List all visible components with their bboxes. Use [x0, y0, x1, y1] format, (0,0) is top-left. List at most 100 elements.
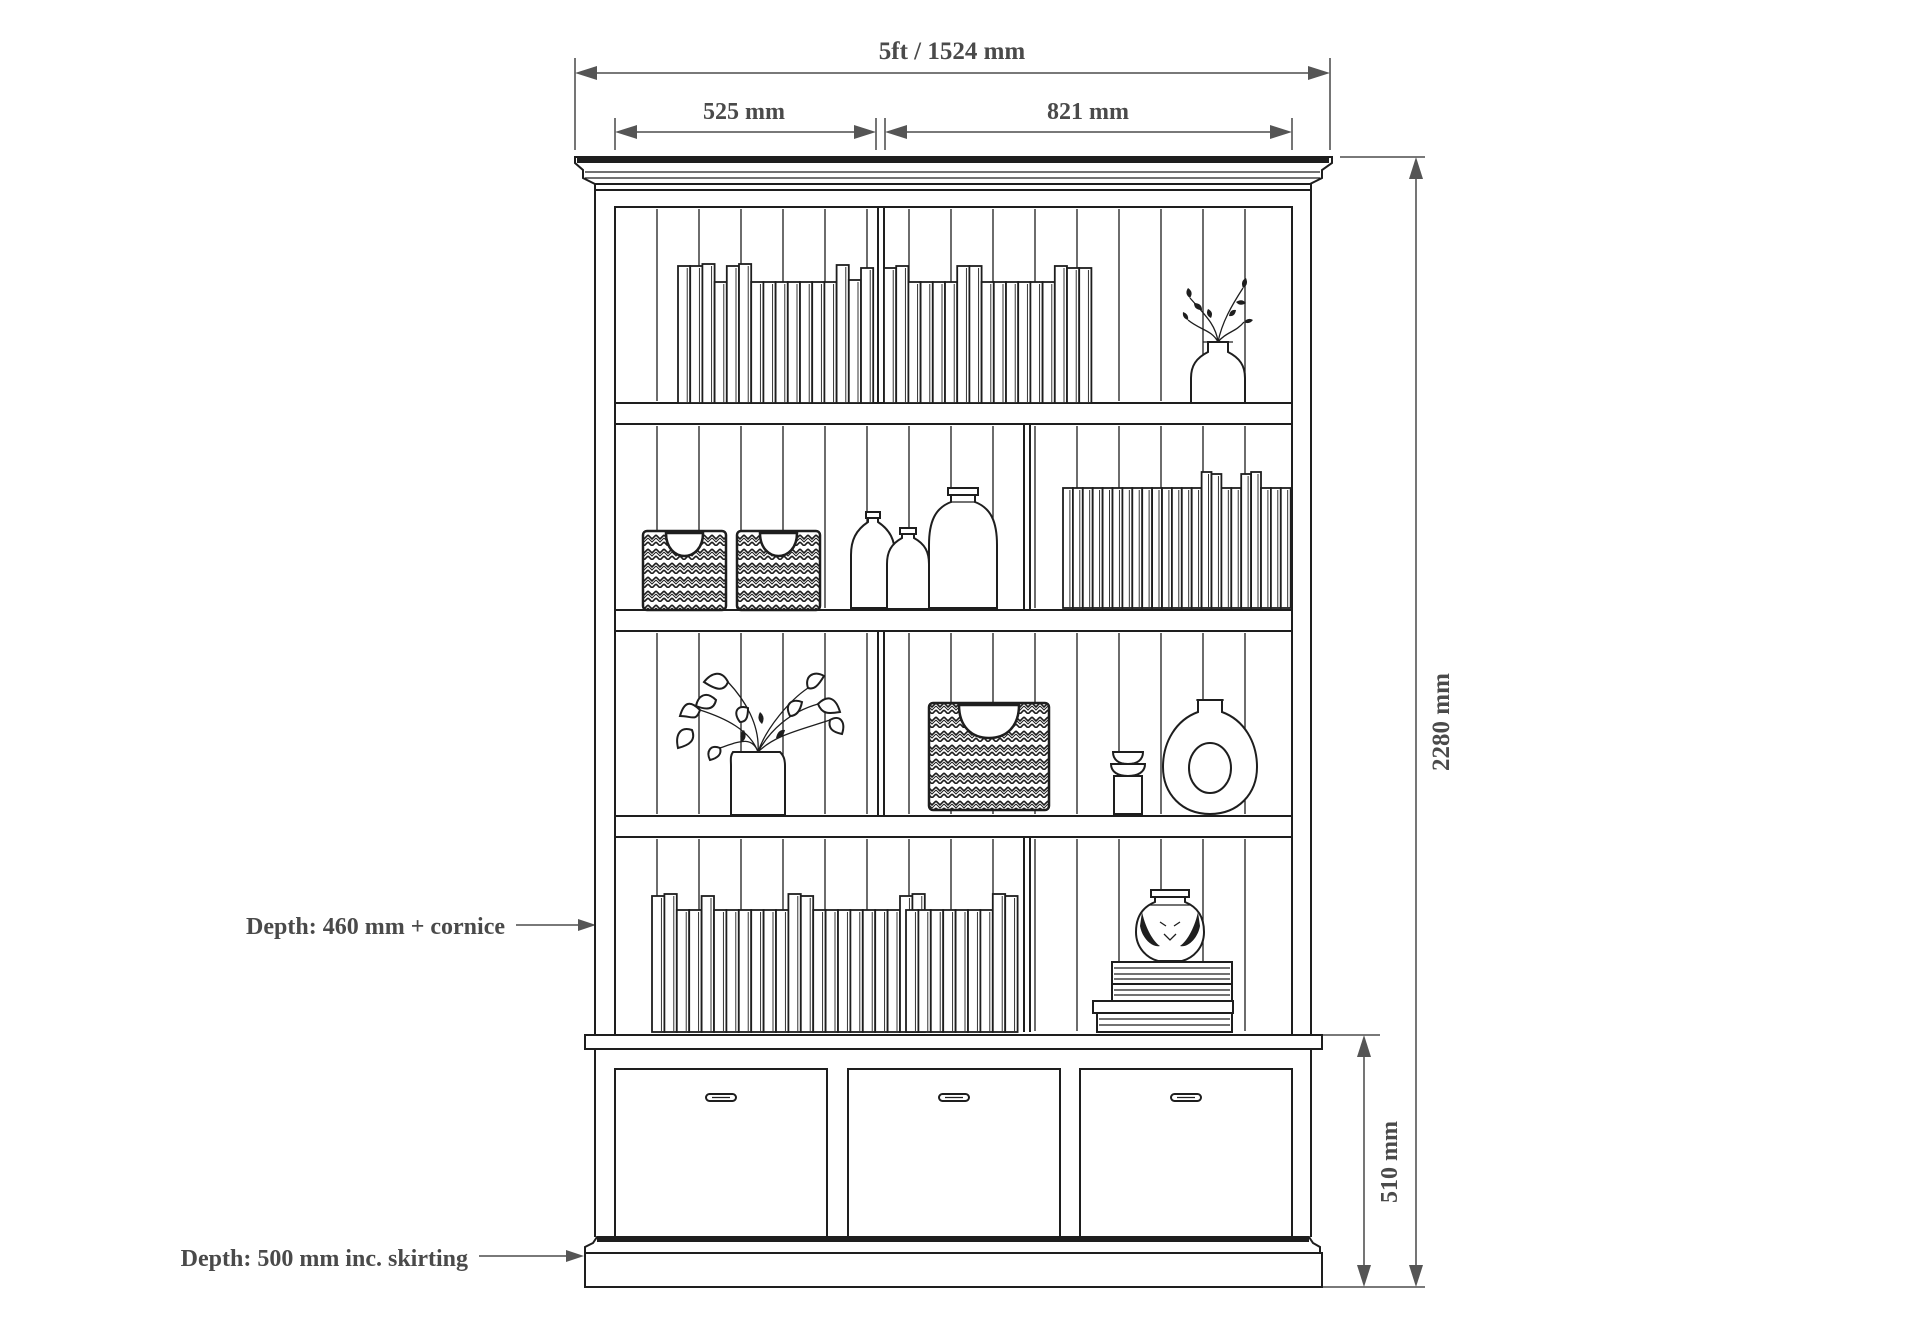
- book-spine: [860, 267, 875, 404]
- shelves: [614, 402, 1293, 838]
- book-spine: [675, 909, 691, 1033]
- book-spine: [942, 909, 957, 1033]
- book-spine: [750, 909, 765, 1033]
- book-spine: [1081, 487, 1094, 609]
- book-spine: [895, 265, 910, 404]
- book-spine: [919, 281, 934, 404]
- book-spine: [677, 265, 692, 404]
- shelf-2-contents: [641, 471, 1292, 612]
- book-spine: [725, 265, 740, 404]
- book-spine: [980, 281, 995, 404]
- book-spine: [847, 279, 862, 404]
- book-spine: [1029, 281, 1044, 404]
- book-spine: [979, 909, 994, 1033]
- bowl-stack: [1109, 751, 1147, 815]
- book-spine: [811, 281, 826, 404]
- book-spine: [663, 893, 678, 1033]
- book-stack: [1092, 961, 1234, 1033]
- book-spine: [1121, 487, 1134, 609]
- book-spine: [907, 281, 922, 404]
- book-spine: [861, 909, 877, 1033]
- shelf-4-contents: [651, 889, 1234, 1033]
- dim-base-height: 510 mm: [1323, 1034, 1403, 1287]
- overall-height-label: 2280 mm: [1428, 673, 1455, 771]
- book-spine: [883, 267, 898, 404]
- book-spine: [849, 909, 864, 1033]
- plant-vase: [1182, 278, 1253, 404]
- book-spine: [1017, 281, 1032, 404]
- book-spine: [1180, 487, 1193, 609]
- book-spine: [823, 281, 838, 404]
- shelf-2: [614, 609, 1293, 632]
- book-row: [883, 265, 1093, 404]
- book-spine: [1041, 281, 1056, 404]
- dim-overall-width: 5ft / 1524 mm: [574, 38, 1331, 150]
- book-spine: [1210, 473, 1223, 609]
- book-spine: [835, 264, 850, 404]
- book-spine: [954, 909, 969, 1033]
- book-row: [677, 263, 875, 404]
- book-spine: [1171, 487, 1183, 609]
- book-spine: [700, 895, 715, 1033]
- book-spine: [651, 895, 666, 1033]
- book-spine: [725, 909, 740, 1033]
- cornice: [574, 156, 1333, 191]
- book-spine: [1141, 487, 1153, 609]
- book-spine: [1200, 471, 1213, 609]
- book-row: [651, 893, 926, 1033]
- book-spine: [812, 909, 827, 1033]
- book-spine: [917, 909, 932, 1033]
- base-cabinet: [594, 1049, 1312, 1238]
- book-spine: [1091, 487, 1104, 609]
- book-spine: [1151, 487, 1163, 609]
- book-spine: [968, 265, 983, 404]
- book-spine: [1279, 487, 1292, 609]
- dim-left-bay-width: 525 mm: [614, 99, 877, 150]
- base-depth-callout: Depth: 500 mm inc. skirting: [181, 1246, 584, 1272]
- upper-depth-callout: Depth: 460 mm + cornice: [246, 914, 596, 940]
- book-spine: [1066, 267, 1081, 404]
- glass-bottle: [928, 487, 998, 609]
- dim-overall-height: 2280 mm: [1323, 156, 1455, 1288]
- flower-vase: [676, 672, 845, 816]
- dim-right-bay-width: 821 mm: [884, 99, 1293, 150]
- book-spine: [738, 263, 753, 404]
- book-spine: [929, 909, 945, 1033]
- overall-width-label: 5ft / 1524 mm: [879, 38, 1026, 65]
- shelf-3-contents: [676, 672, 1259, 816]
- book-spine: [701, 263, 716, 404]
- book-spine: [1270, 487, 1282, 609]
- book-spine: [1220, 487, 1233, 609]
- drawer: [1079, 1068, 1293, 1238]
- upper-depth-label: Depth: 460 mm + cornice: [246, 914, 505, 940]
- book-row: [1062, 471, 1292, 609]
- book-spine: [992, 281, 1007, 404]
- book-spine: [956, 265, 971, 404]
- book-spine: [967, 909, 982, 1033]
- book-spine: [1260, 487, 1272, 609]
- book-spine: [1230, 487, 1243, 609]
- book-spine: [905, 909, 920, 1033]
- book-spine: [1190, 487, 1203, 609]
- book-spine: [1078, 267, 1093, 404]
- drawer: [614, 1068, 828, 1238]
- shelf-1-contents: [677, 263, 1253, 404]
- book-spine: [762, 909, 777, 1033]
- mid-moulding: [584, 1034, 1323, 1050]
- book-spine: [1250, 471, 1262, 609]
- woven-basket: [735, 529, 822, 612]
- book-spine: [713, 281, 728, 404]
- skirting-plinth: [584, 1236, 1323, 1288]
- book-spine: [750, 281, 765, 404]
- book-spine: [1062, 487, 1074, 609]
- base-height-label: 510 mm: [1377, 1121, 1403, 1203]
- book-spine: [775, 909, 790, 1033]
- book-spine: [1240, 473, 1252, 609]
- woven-basket: [927, 701, 1051, 812]
- shelf-3: [614, 815, 1293, 838]
- book-spine: [837, 909, 852, 1033]
- book-spine: [1053, 265, 1068, 404]
- drawer: [847, 1068, 1061, 1238]
- book-spine: [1004, 895, 1019, 1033]
